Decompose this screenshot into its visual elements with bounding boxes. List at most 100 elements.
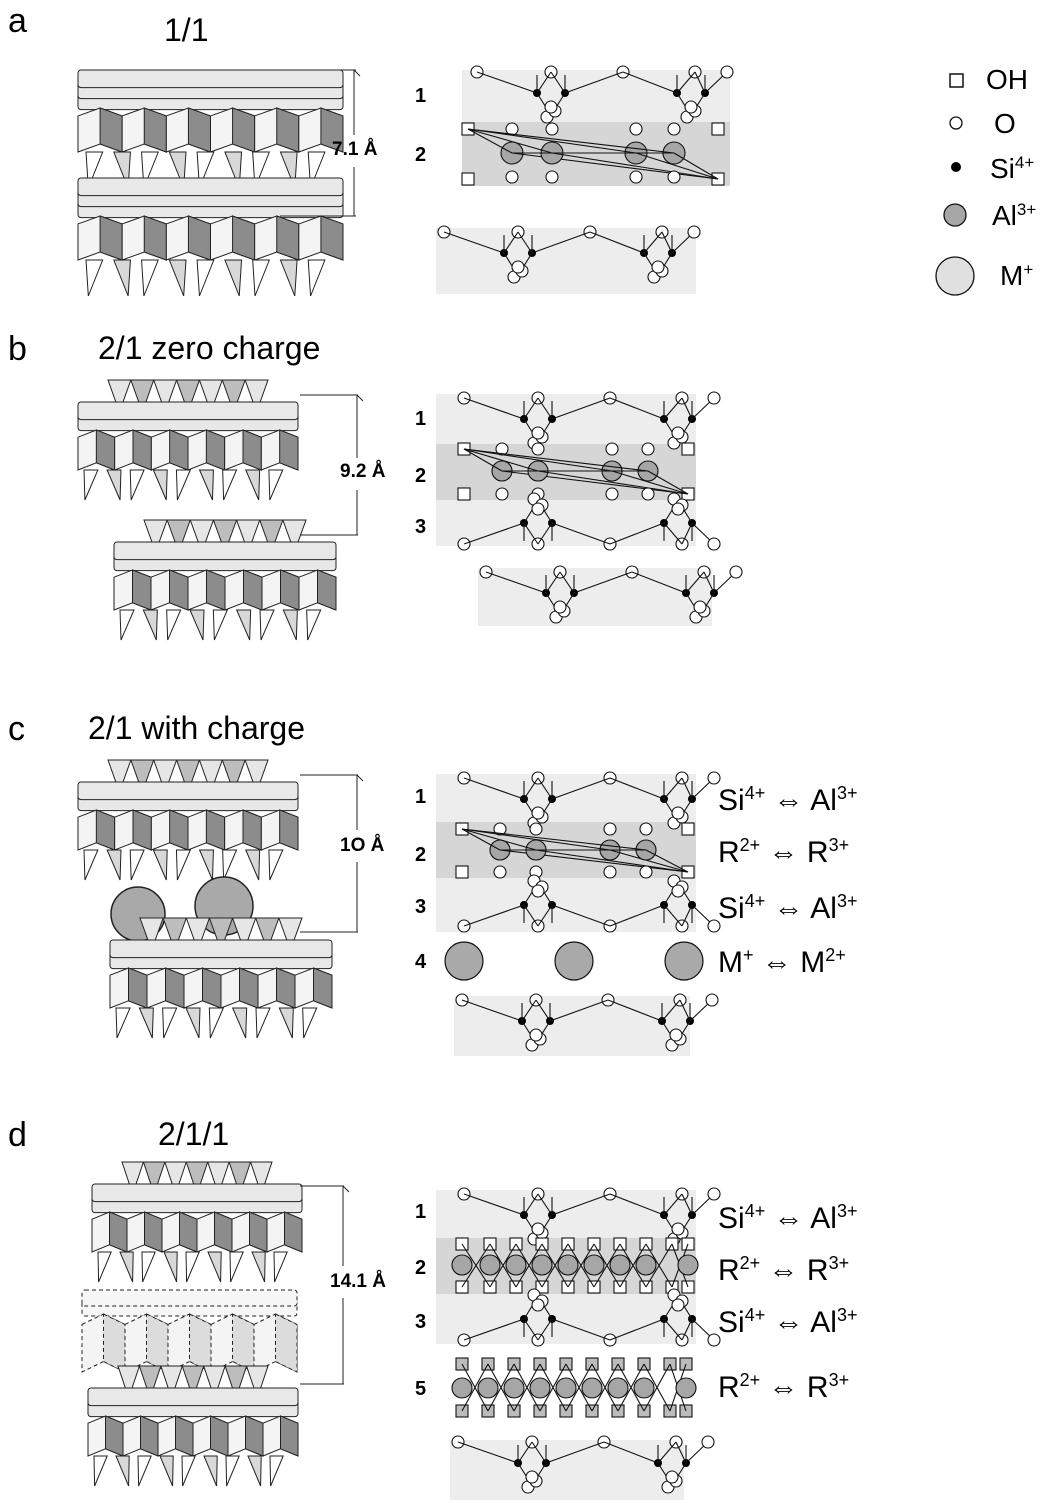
panel-a-spacing-bar	[280, 69, 361, 217]
hydroxyl-site	[461, 172, 475, 186]
panel-b-title: 2/1 zero charge	[98, 330, 321, 366]
octahedral-cation	[675, 1377, 697, 1399]
panel-a-schematic	[436, 65, 734, 294]
oxygen-atom	[707, 1187, 721, 1201]
panel-c-substitution-4: M+ ⇔ M2+	[718, 945, 846, 979]
oxygen-atom	[687, 225, 701, 239]
octahedral-cation	[607, 1377, 629, 1399]
oxygen-atom	[531, 806, 545, 820]
oxygen-atom	[667, 170, 681, 184]
panel-b-layer-1: 1	[415, 408, 427, 430]
octahedral-cation	[677, 1254, 699, 1276]
panel-d-substitution-1: Si4+ ⇔ Al3+	[718, 1201, 858, 1235]
legend-o-circle-icon	[949, 116, 963, 130]
oxygen-atom	[707, 537, 721, 551]
octahedral-cation	[529, 1377, 551, 1399]
octahedral-cation	[477, 1377, 499, 1399]
oxygen-atom	[639, 865, 653, 879]
oxygen-atom	[605, 487, 619, 501]
octahedral-cation	[609, 1254, 631, 1276]
oxygen-atom	[639, 822, 653, 836]
octahedral-cation	[555, 1377, 577, 1399]
panel-d-layer-5: 5	[415, 1378, 427, 1400]
oxygen-atom	[693, 600, 707, 614]
panel-d-schematic	[436, 1187, 721, 1500]
octahedral-cation	[505, 1254, 527, 1276]
oxygen-atom	[671, 884, 685, 898]
oxygen-atom	[707, 771, 721, 785]
oxygen-atom	[707, 919, 721, 933]
legend-oh-square-icon	[949, 73, 964, 88]
interlayer-cation	[554, 941, 594, 981]
octahedral-cation	[557, 1254, 579, 1276]
legend-al-label: Al3+	[992, 200, 1037, 231]
oxygen-atom	[729, 565, 743, 579]
panel-c-substitution-3: Si4+ ⇔ Al3+	[718, 891, 858, 925]
oxygen-atom	[707, 391, 721, 405]
oxygen-atom	[671, 806, 685, 820]
panel-d-spacing: 14.1 Å	[330, 1271, 386, 1292]
panel-b-letter: b	[8, 330, 27, 368]
panel-d-layer-1: 1	[415, 1201, 427, 1223]
oxygen-atom	[531, 1222, 545, 1236]
oxygen-atom	[720, 65, 734, 79]
oxygen-atom	[531, 442, 545, 456]
interlayer-cation	[444, 941, 484, 981]
legend	[935, 73, 975, 296]
oxygen-atom	[525, 1470, 539, 1484]
panel-c-spacing: 1O Å	[340, 835, 385, 856]
panel-d-layer-2: 2	[415, 1257, 427, 1279]
oxygen-atom	[531, 884, 545, 898]
oxygen-atom	[529, 822, 543, 836]
octahedral-cation	[479, 1254, 501, 1276]
panel-c-polyhedra	[77, 759, 333, 1039]
oxygen-atom	[651, 260, 665, 274]
panel-a-title: 1/1	[164, 12, 209, 48]
oxygen-atom	[671, 502, 685, 516]
oxygen-atom	[684, 100, 698, 114]
panel-b-layer-2: 2	[415, 465, 427, 487]
panel-d-title: 2/1/1	[158, 1116, 230, 1152]
panel-c-letter: c	[8, 710, 25, 748]
panel-c-layer-1: 1	[415, 786, 427, 808]
octahedral-cation	[451, 1377, 473, 1399]
oxygen-atom	[603, 865, 617, 879]
polyhedra-models	[77, 69, 344, 1487]
hydroxyl-site	[711, 122, 725, 136]
oxygen-atom	[641, 442, 655, 456]
panel-d-substitution-3: Si4+ ⇔ Al3+	[718, 1305, 858, 1339]
panel-a-polyhedra	[77, 69, 344, 297]
panel-d-substitution-4: R2+ ⇔ R3+	[718, 1370, 850, 1404]
octahedral-cation	[583, 1254, 605, 1276]
layer-schematics	[436, 65, 743, 1500]
legend-si-label: Si4+	[990, 153, 1035, 184]
octahedral-cation	[531, 1254, 553, 1276]
panel-b-spacing-bar	[300, 394, 364, 536]
oxygen-atom	[529, 1028, 543, 1042]
legend-al-circle-icon	[943, 203, 967, 227]
oxygen-atom	[605, 442, 619, 456]
panel-c-schematic	[436, 771, 721, 1056]
oxygen-atom	[545, 122, 559, 136]
legend-o-label: O	[994, 108, 1016, 139]
hydroxyl-site	[681, 442, 695, 456]
legend-m-circle-icon	[935, 256, 975, 296]
oxygen-atom	[669, 1028, 683, 1042]
panel-c-spacing-bar	[300, 774, 364, 933]
panel-c-layer-2: 2	[415, 844, 427, 866]
panel-c-substitution-2: R2+ ⇔ R3+	[718, 835, 850, 869]
oxygen-atom	[629, 122, 643, 136]
legend-symbols	[935, 73, 975, 296]
octahedral-cation	[633, 1377, 655, 1399]
hydroxyl-site	[455, 865, 469, 879]
octahedral-cation	[451, 1254, 473, 1276]
oxygen-atom	[493, 822, 507, 836]
panel-a-letter: a	[8, 2, 27, 40]
oxygen-atom	[701, 1435, 715, 1449]
oxygen-atom	[553, 600, 567, 614]
oxygen-atom	[671, 1222, 685, 1236]
panel-b-layer-3: 3	[415, 516, 427, 538]
panel-d-letter: d	[8, 1116, 27, 1154]
interlayer-cation	[664, 941, 704, 981]
